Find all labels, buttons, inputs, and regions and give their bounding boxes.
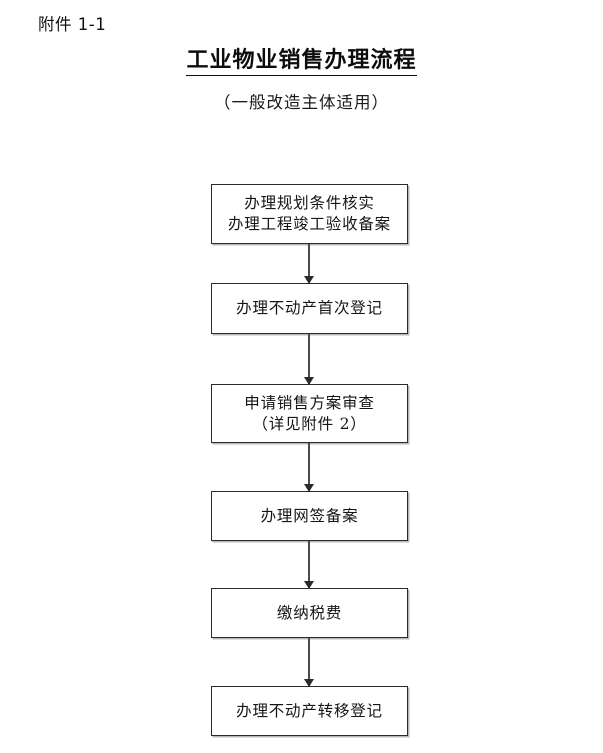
flow-node-step-6[interactable]: 办理不动产转移登记 bbox=[211, 686, 408, 736]
arrow-down-icon bbox=[303, 484, 314, 492]
flow-connector-2-to-3 bbox=[303, 334, 314, 385]
flow-node-label: 办理网签备案 bbox=[260, 506, 359, 525]
flow-node-label: 办理不动产转移登记 bbox=[236, 701, 383, 720]
arrow-down-icon bbox=[303, 581, 314, 589]
page-title-text: 工业物业销售办理流程 bbox=[186, 46, 417, 76]
flow-node-step-2[interactable]: 办理不动产首次登记 bbox=[211, 283, 408, 334]
flow-node-label: 申请销售方案审查 （详见附件 2） bbox=[244, 393, 375, 433]
flow-node-step-5[interactable]: 缴纳税费 bbox=[211, 588, 408, 638]
page-subtitle: （一般改造主体适用） bbox=[214, 93, 389, 112]
flow-node-label: 办理规划条件核实 办理工程竣工验收备案 bbox=[227, 194, 391, 233]
flow-node-label: 缴纳税费 bbox=[276, 603, 343, 622]
arrow-down-icon bbox=[303, 276, 314, 284]
flow-node-step-1[interactable]: 办理规划条件核实 办理工程竣工验收备案 bbox=[211, 184, 408, 244]
arrow-down-icon bbox=[303, 377, 314, 385]
attachment-label: 附件 1-1 bbox=[38, 15, 107, 34]
flow-connector-5-to-6 bbox=[303, 638, 314, 687]
flow-connector-1-to-2 bbox=[303, 244, 314, 284]
flow-node-step-3[interactable]: 申请销售方案审查 （详见附件 2） bbox=[211, 384, 408, 443]
flow-connector-3-to-4 bbox=[303, 443, 314, 492]
arrow-down-icon bbox=[303, 679, 314, 687]
page-title: 工业物业销售办理流程 bbox=[0, 46, 603, 76]
flow-connector-4-to-5 bbox=[303, 541, 314, 589]
flow-node-label: 办理不动产首次登记 bbox=[236, 299, 383, 317]
flow-node-step-4[interactable]: 办理网签备案 bbox=[211, 491, 408, 541]
